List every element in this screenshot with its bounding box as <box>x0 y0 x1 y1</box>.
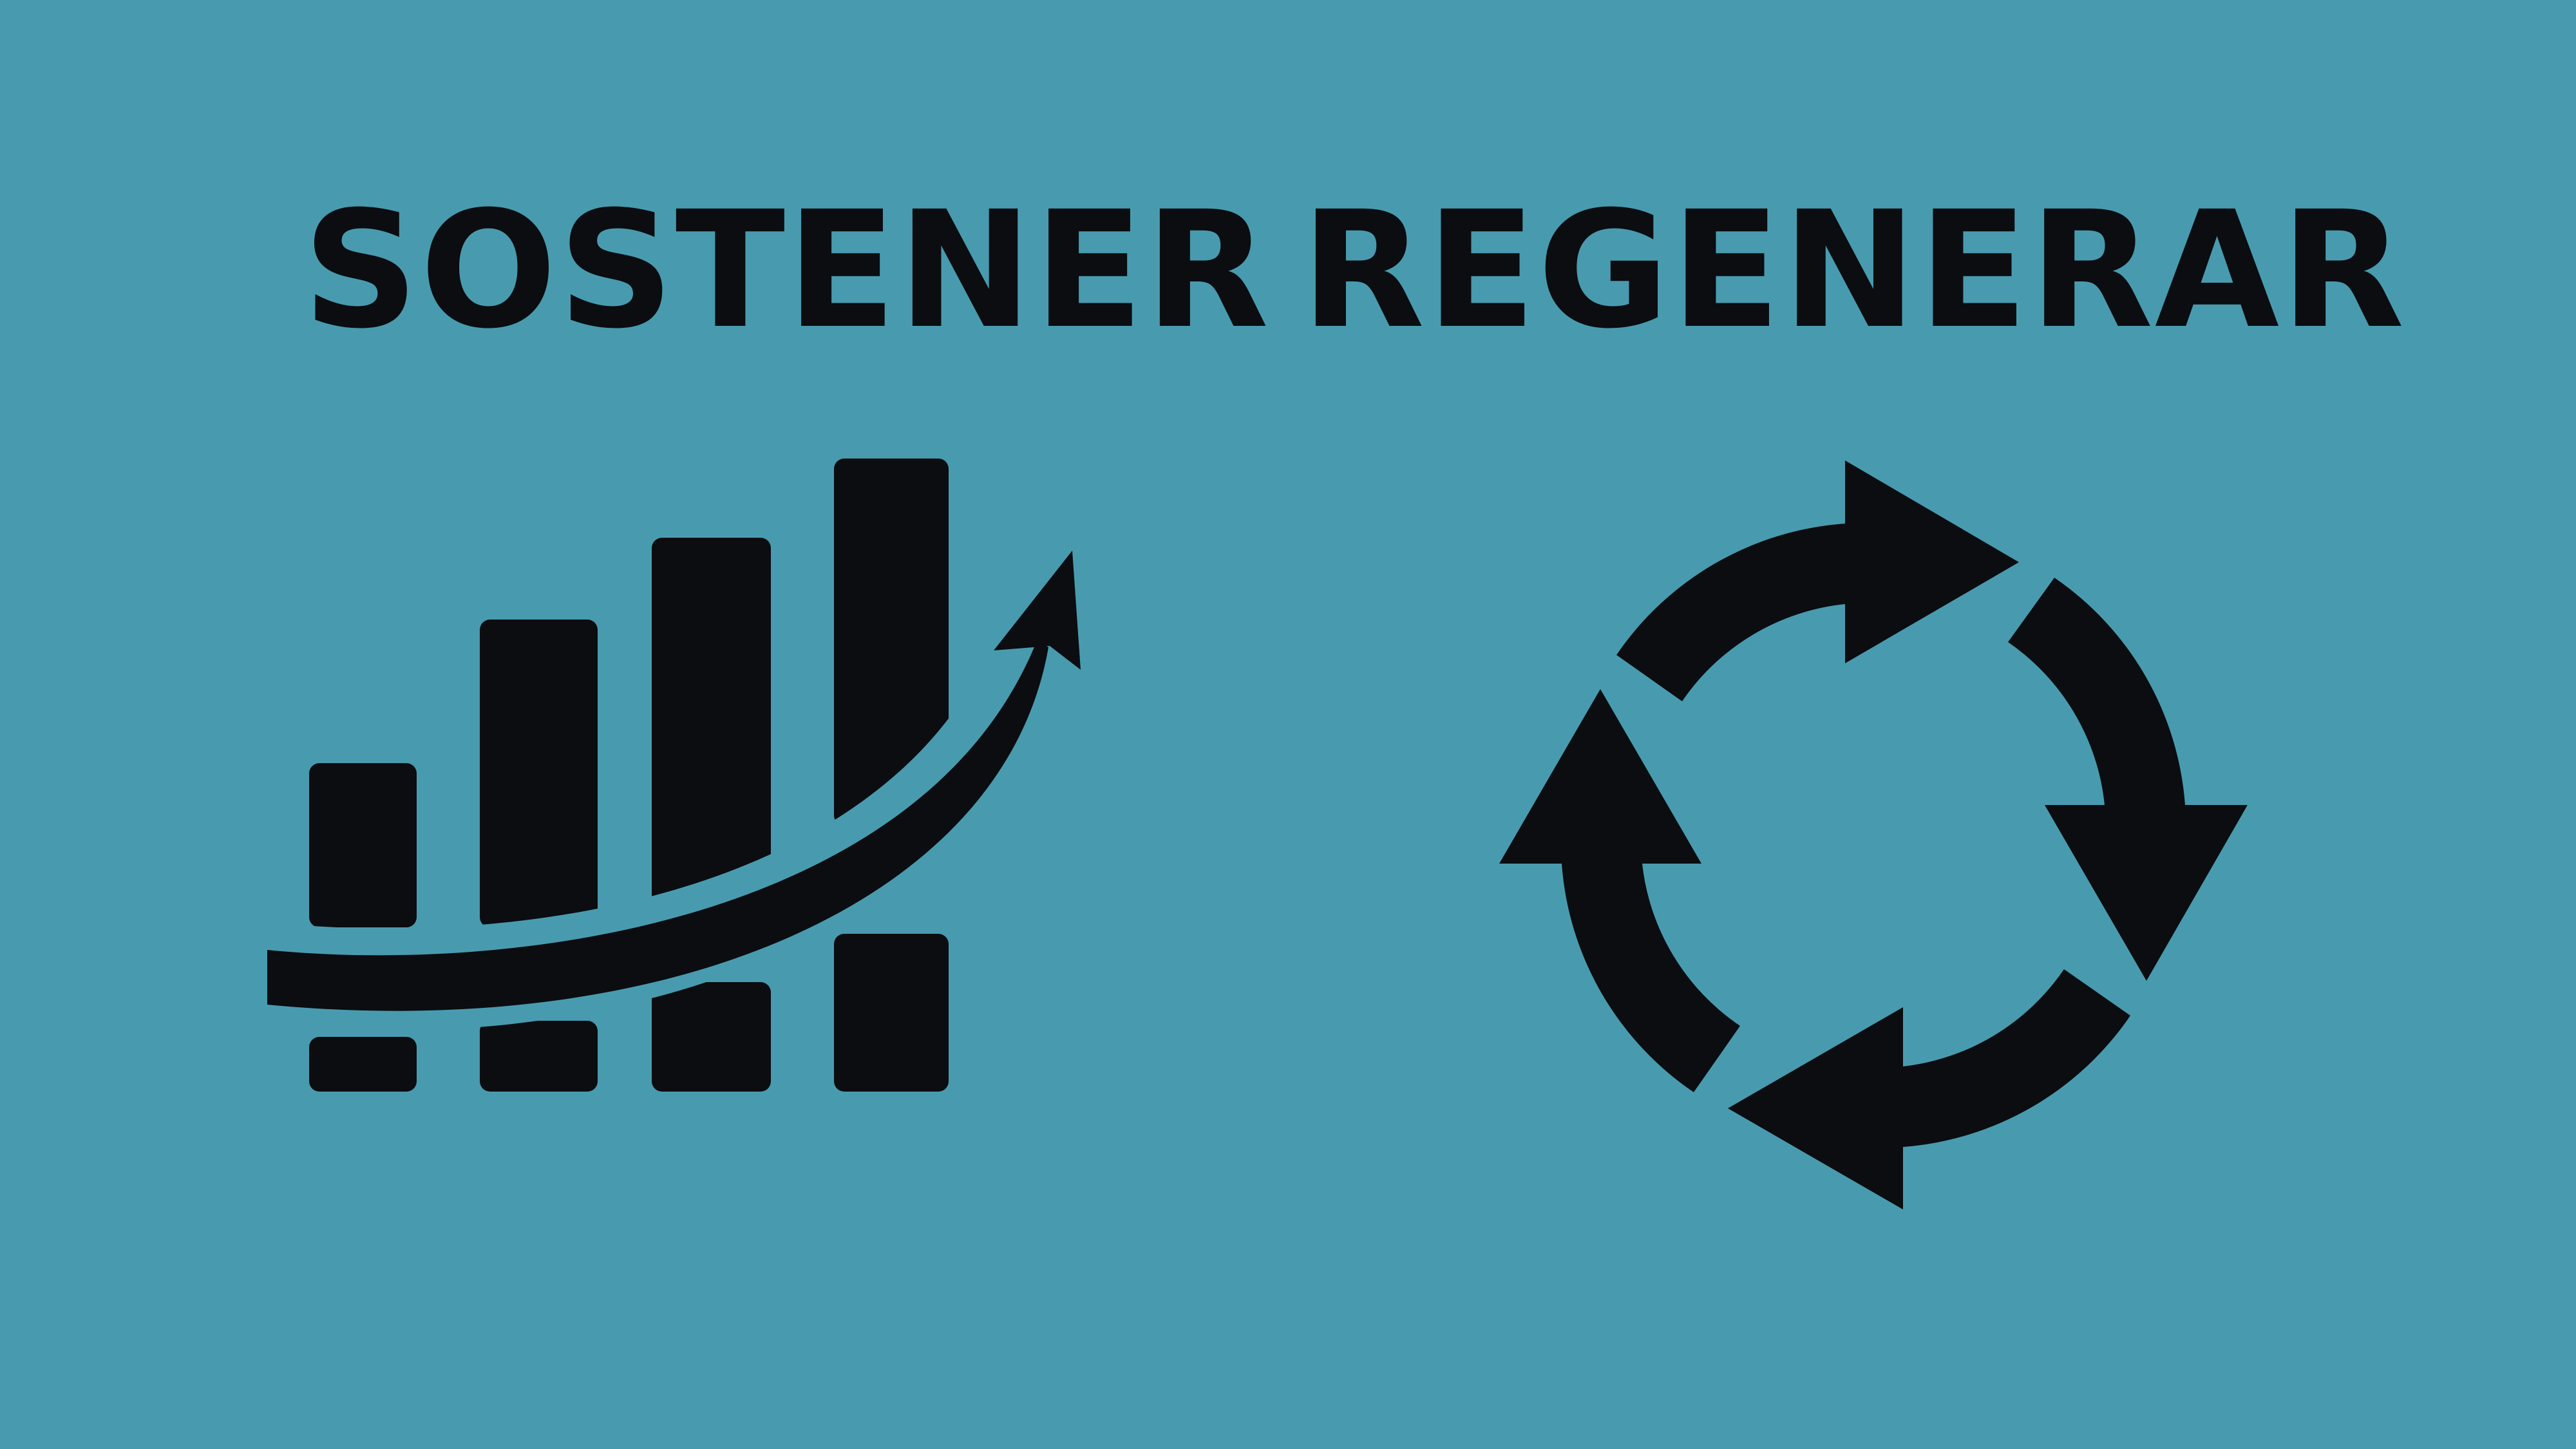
growth-chart-arrow-icon <box>258 459 1081 1092</box>
recycle-arrow-right <box>2045 805 2248 981</box>
bar-4-bottom <box>834 934 949 1092</box>
recycle-arrow-left <box>1499 689 1701 864</box>
recycle-arrow-top <box>1845 460 2019 663</box>
bar-1-bottom <box>309 1037 417 1092</box>
recycle-arc-bottom <box>1903 969 2130 1147</box>
bar-2-bottom <box>480 1021 598 1092</box>
bar-3-top <box>652 538 771 911</box>
recycle-arc-top <box>1616 524 1845 701</box>
swoosh-arrowhead <box>994 551 1081 670</box>
bar-2-top <box>480 620 598 927</box>
swoosh-arrow <box>267 641 1048 1011</box>
recycle-arc-right <box>2008 578 2185 805</box>
recycle-arrows-icon <box>1499 460 2248 1209</box>
bar-3-bottom <box>652 982 771 1092</box>
bar-1-top <box>309 763 417 927</box>
heading-sostener: SOSTENER <box>303 176 1271 364</box>
growth-bars <box>309 459 949 1092</box>
recycle-arc-left <box>1562 864 1740 1092</box>
bar-4-top <box>834 459 949 826</box>
recycle-arrow-bottom <box>1728 1007 1903 1209</box>
heading-regenerar: REGENERAR <box>1301 176 2406 364</box>
